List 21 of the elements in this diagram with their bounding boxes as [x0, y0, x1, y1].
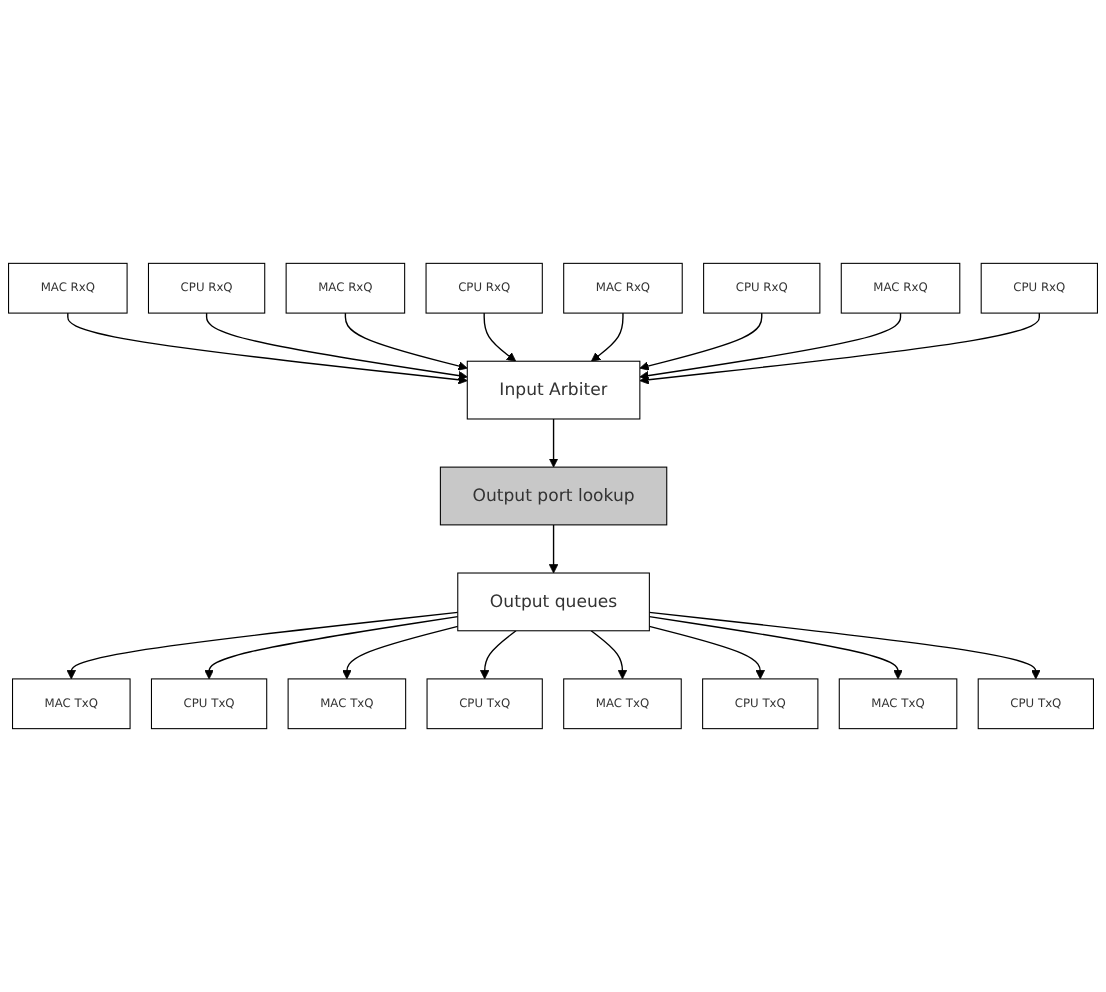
arrow [342, 625, 459, 680]
arrow [648, 625, 765, 680]
arrow [639, 312, 763, 371]
arrow [591, 312, 624, 362]
arrow [483, 312, 517, 362]
arrow [67, 312, 468, 385]
arrow [479, 630, 517, 680]
arrow [205, 312, 468, 381]
arrow [66, 611, 459, 680]
arrow [204, 615, 459, 680]
arrow [548, 524, 559, 574]
node-box: Output port lookup [439, 466, 668, 526]
arrow [344, 312, 468, 371]
arrow [548, 418, 559, 468]
node-box: Input Arbiter [466, 360, 641, 420]
node-box: Output queues [457, 572, 650, 632]
arrow [648, 615, 903, 680]
arrow [639, 312, 902, 381]
arrow [639, 312, 1040, 385]
arrow [590, 630, 628, 680]
arrow [648, 611, 1041, 680]
